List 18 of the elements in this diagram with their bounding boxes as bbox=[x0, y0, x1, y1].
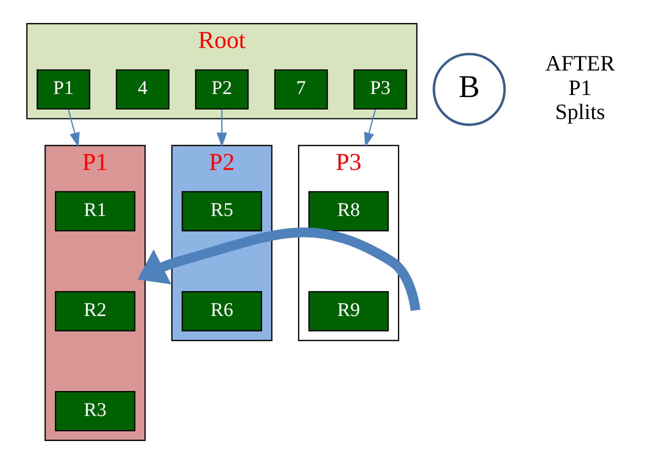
arrow bbox=[364, 108, 376, 147]
node-circle: B bbox=[432, 52, 506, 126]
node-box: R8 bbox=[308, 190, 389, 231]
node-box: 4 bbox=[116, 68, 170, 110]
node-box: R1 bbox=[54, 190, 136, 231]
node-box: R2 bbox=[54, 290, 136, 331]
node-box: R3 bbox=[54, 390, 136, 431]
node-box: R6 bbox=[182, 290, 262, 331]
node-box: R5 bbox=[182, 190, 262, 231]
arrow bbox=[138, 227, 420, 310]
node-box: P1 bbox=[36, 68, 90, 110]
node-box: 7 bbox=[274, 68, 328, 110]
node-box: P2 bbox=[195, 68, 249, 110]
label: AFTER P1 Splits bbox=[545, 50, 615, 124]
node-box: R9 bbox=[308, 290, 389, 331]
arrow bbox=[216, 108, 227, 147]
arrow bbox=[68, 108, 80, 147]
node-box: P3 bbox=[353, 68, 408, 110]
